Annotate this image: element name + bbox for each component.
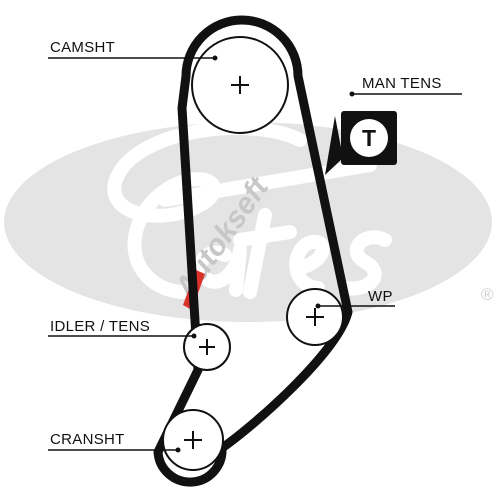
registered-mark: ®	[481, 285, 494, 304]
water-pump-label: WP	[368, 288, 393, 305]
leader-lines	[48, 57, 462, 451]
gates-watermark: ®	[4, 120, 494, 322]
idler-tensioner-label: IDLER / TENS	[50, 318, 150, 335]
manual-tensioner-label: MAN TENS	[362, 75, 442, 92]
manual-tensioner-symbol: T	[325, 111, 397, 175]
tensioner-circle	[350, 119, 388, 157]
water-pump-center-mark	[306, 308, 324, 326]
camshaft-center-mark	[231, 76, 249, 94]
leader-dots	[175, 55, 355, 453]
crankshaft-label: CRANSHT	[50, 431, 125, 448]
idler-center-mark	[199, 339, 215, 355]
camshaft-label: CAMSHT	[50, 39, 115, 56]
timing-belt	[153, 15, 353, 487]
idler-tensioner-pulley	[183, 323, 231, 371]
tensioner-letter: T	[362, 125, 376, 151]
tensioner-pointer	[325, 116, 343, 175]
crankshaft-pulley	[162, 409, 224, 471]
crankshaft-center-mark	[184, 431, 202, 449]
watermark-script-lettering	[107, 120, 392, 299]
camshaft-pulley	[191, 36, 289, 134]
water-pump-pulley	[286, 288, 344, 346]
